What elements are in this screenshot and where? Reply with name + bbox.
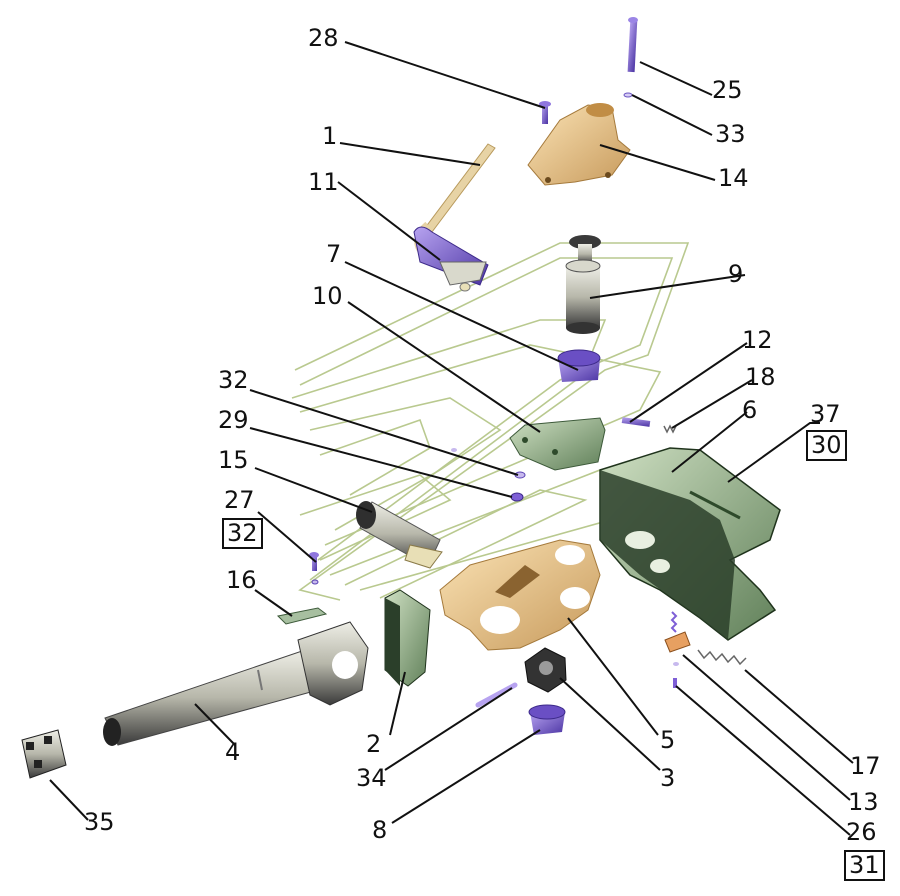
part-3-nut [524,647,567,693]
part-27-screw [309,552,319,585]
callout-35: 35 [84,808,115,836]
leader-lines [49,41,854,836]
part-35-castle-nut [21,729,67,779]
callout-32-boxed: 32 [222,518,263,549]
callout-10: 10 [312,282,343,310]
part-29-washer [510,492,524,502]
callout-33: 33 [715,120,746,148]
part-6-bracket [599,447,781,641]
callout-11: 11 [308,168,339,196]
callout-6: 6 [742,396,758,424]
part-4-main-shaft [103,621,369,746]
callout-3: 3 [660,764,676,792]
part-11-lever [413,226,489,292]
part-12-bolt [621,417,651,427]
callout-16: 16 [226,566,257,594]
callout-1: 1 [322,122,338,150]
callout-37: 37 [810,400,841,428]
callout-18: 18 [745,363,776,391]
callout-29: 29 [218,406,249,434]
callout-4: 4 [225,738,241,766]
callout-9: 9 [728,260,744,288]
callout-30-boxed: 30 [806,430,847,461]
callout-27: 27 [224,486,255,514]
part-14-cap [527,103,631,186]
callout-17: 17 [850,752,881,780]
callout-34: 34 [356,764,387,792]
callout-28: 28 [308,24,339,52]
part-small-washer [451,448,457,452]
part-33-washer [623,92,633,98]
part-13-latch [664,611,691,653]
part-25-pin [627,17,638,73]
part-26-washer [673,662,679,666]
part-28-screw [539,101,551,124]
callout-26: 26 [846,818,877,846]
callout-8: 8 [372,816,388,844]
callout-13: 13 [848,788,879,816]
callout-32: 32 [218,366,249,394]
callout-7: 7 [326,240,342,268]
part-2-block [384,589,431,687]
callout-31-boxed: 31 [844,850,885,881]
callout-12: 12 [742,326,773,354]
callout-14: 14 [718,164,749,192]
part-7-bushing [557,349,601,382]
part-15-shaft [356,501,443,569]
part-34-cotter-pin [475,682,518,708]
callout-25: 25 [712,76,743,104]
callout-15: 15 [218,446,249,474]
part-17-spring [697,649,747,666]
part-16-plate [276,607,328,625]
part-10-plate [509,417,606,471]
callout-2: 2 [366,730,382,758]
callout-5: 5 [660,726,676,754]
part-18-spring [663,424,677,434]
part-31-pin [673,678,677,688]
part-8-bushing [528,704,566,735]
part-5-yoke [439,539,601,651]
part-9-plunger [565,235,601,334]
